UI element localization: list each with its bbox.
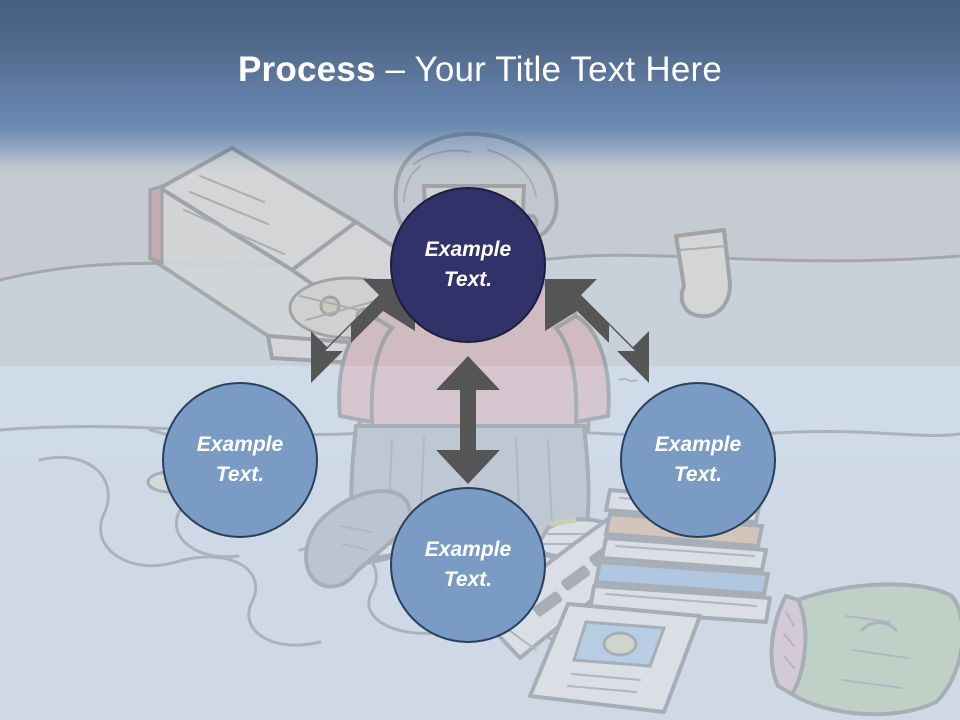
arrow-top-bottom [436,356,500,484]
process-node-top-label: Example Text. [411,235,525,295]
arrow-top-left [311,279,415,383]
process-node-left[interactable]: Example Text. [162,382,318,538]
process-node-bottom-line1: Example [424,538,512,561]
process-node-bottom-label: Example Text. [411,535,525,595]
process-node-left-line1: Example [196,433,284,456]
process-node-top-line1: Example [424,238,512,261]
snack-bag-illustration [769,582,960,717]
page-title: Process – Your Title Text Here [0,48,960,92]
process-node-right-line1: Example [654,433,742,456]
header-fade-band [0,128,960,174]
page-title-separator: – [375,50,415,89]
process-node-top-line2: Text. [443,268,493,291]
arrow-top-right [545,279,649,383]
open-magazine-illustration [528,602,702,714]
process-node-top[interactable]: Example Text. [390,187,546,343]
sock-illustration [674,228,732,319]
process-node-right[interactable]: Example Text. [620,382,776,538]
process-node-right-label: Example Text. [641,430,755,490]
page-title-rest: Your Title Text Here [414,50,722,89]
header-gradient-band [0,0,960,128]
process-node-bottom-line2: Text. [443,568,493,591]
process-node-left-label: Example Text. [183,430,297,490]
page-title-bold: Process [238,50,376,89]
process-node-left-line2: Text. [215,463,265,486]
process-node-right-line2: Text. [673,463,723,486]
process-node-bottom[interactable]: Example Text. [390,487,546,643]
